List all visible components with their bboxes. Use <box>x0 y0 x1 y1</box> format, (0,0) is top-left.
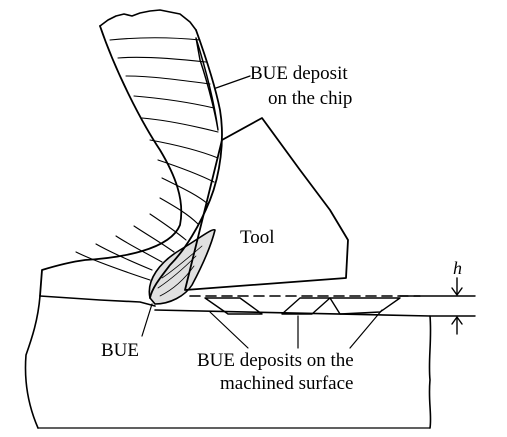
h-arrow-top-head <box>451 287 463 296</box>
bue-surface-label-line2: machined surface <box>220 373 354 394</box>
bue-chip-label-line1: BUE deposit <box>250 63 348 84</box>
surface-leader-3 <box>349 309 383 349</box>
chip-shear-lines <box>75 37 219 281</box>
surface-deposit-2 <box>281 297 331 315</box>
bue-blob-hatch <box>157 245 203 297</box>
surface-deposit-1 <box>204 297 263 315</box>
bue-chip-label-line2: on the chip <box>268 88 353 109</box>
bue-blob <box>148 228 216 305</box>
tool-outline <box>184 117 349 291</box>
bue-surface-label-line1: BUE deposits on the <box>197 350 354 371</box>
chip-inner-curve <box>149 29 223 299</box>
bue-leader <box>141 303 153 337</box>
chip-top-edge <box>99 9 197 31</box>
bue-chip-deposit <box>195 37 219 131</box>
h-label: h <box>453 258 462 278</box>
tool-label: Tool <box>240 227 275 248</box>
workpiece-surface-line <box>154 309 432 429</box>
h-arrow-bottom-head <box>451 316 463 325</box>
workpiece-top-left <box>39 295 156 307</box>
bue-label: BUE <box>101 340 139 361</box>
surface-leader-2 <box>209 311 249 349</box>
workpiece-outline <box>24 295 41 429</box>
bue-chip-leader <box>215 75 251 89</box>
chip-outer-curve <box>39 25 183 297</box>
surface-deposit-3 <box>329 297 401 315</box>
